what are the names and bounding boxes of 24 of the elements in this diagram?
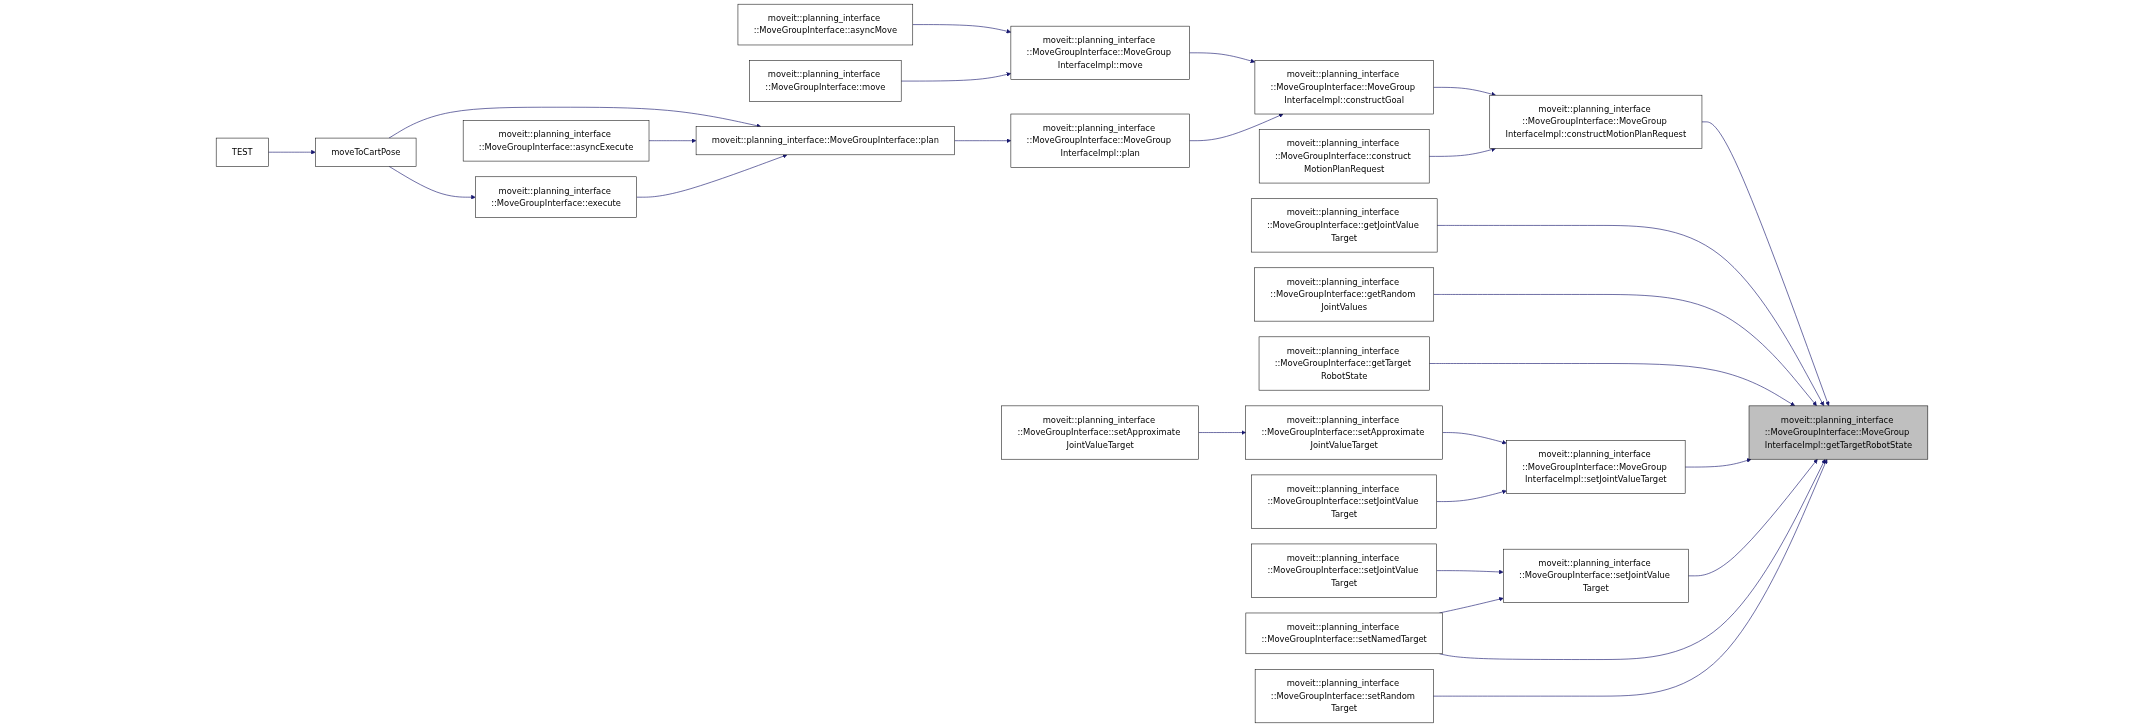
node-box: moveit::planning_interface ::MoveGroupInterface::MoveGroup InterfaceImpl::constructGoal (1254, 60, 1434, 115)
node-box: moveToCartPose (315, 137, 417, 167)
node-box: moveit::planning_interface ::MoveGroupInterface::getTarget RobotState (1258, 336, 1430, 391)
node-box: moveit::planning_interface ::MoveGroupInterface::setJointValue Target (1503, 548, 1689, 603)
node-box: moveit::planning_interface ::MoveGroupInterface::setJointValue Target (1251, 543, 1437, 598)
node-box: moveit::planning_interface ::MoveGroupInterface::getJointValue Target (1251, 198, 1438, 253)
node-box: moveit::planning_interface ::MoveGroupInterface::MoveGroup InterfaceImpl::constructMotionPlanRequest (1489, 94, 1703, 149)
node-box: moveit::planning_interface ::MoveGroupInterface::MoveGroup InterfaceImpl::setJointValueTarget (1506, 440, 1686, 494)
node-box: moveit::planning_interface ::MoveGroupInterface::setRandom Target (1254, 669, 1434, 724)
node-box: moveit::planning_interface ::MoveGroupInterface::setApproximate JointValueTarget (1001, 405, 1199, 460)
node-box: moveit::planning_interface ::MoveGroupInterface::MoveGroup InterfaceImpl::plan (1010, 113, 1190, 168)
node-box: moveit::planning_interface ::MoveGroupInterface::construct MotionPlanRequest (1258, 129, 1430, 184)
node-box: moveit::planning_interface ::MoveGroupInterface::getRandom JointValues (1254, 267, 1434, 322)
node-box: moveit::planning_interface ::MoveGroupInterface::setJointValue Target (1251, 474, 1437, 529)
node-box: moveit::planning_interface ::MoveGroupInterface::setApproximate JointValueTarget (1245, 405, 1443, 460)
node-box: moveit::planning_interface ::MoveGroupInterface::move (749, 60, 902, 102)
node-box: moveit::planning_interface ::MoveGroupInterface::asyncExecute (462, 120, 650, 162)
node-box: moveit::planning_interface ::MoveGroupInterface::setNamedTarget (1245, 612, 1443, 655)
node-box: moveit::planning_interface ::MoveGroupInterface::MoveGroup InterfaceImpl::getTargetRobotState (1748, 405, 1929, 460)
node-box: moveit::planning_interface::MoveGroupInterface::plan (695, 126, 955, 156)
node-box: moveit::planning_interface ::MoveGroupInterface::execute (475, 176, 637, 218)
node-box: moveit::planning_interface ::MoveGroupInterface::asyncMove (737, 3, 914, 46)
node-box: moveit::planning_interface ::MoveGroupInterface::MoveGroup InterfaceImpl::move (1010, 25, 1190, 80)
node-box: TEST (215, 137, 269, 167)
